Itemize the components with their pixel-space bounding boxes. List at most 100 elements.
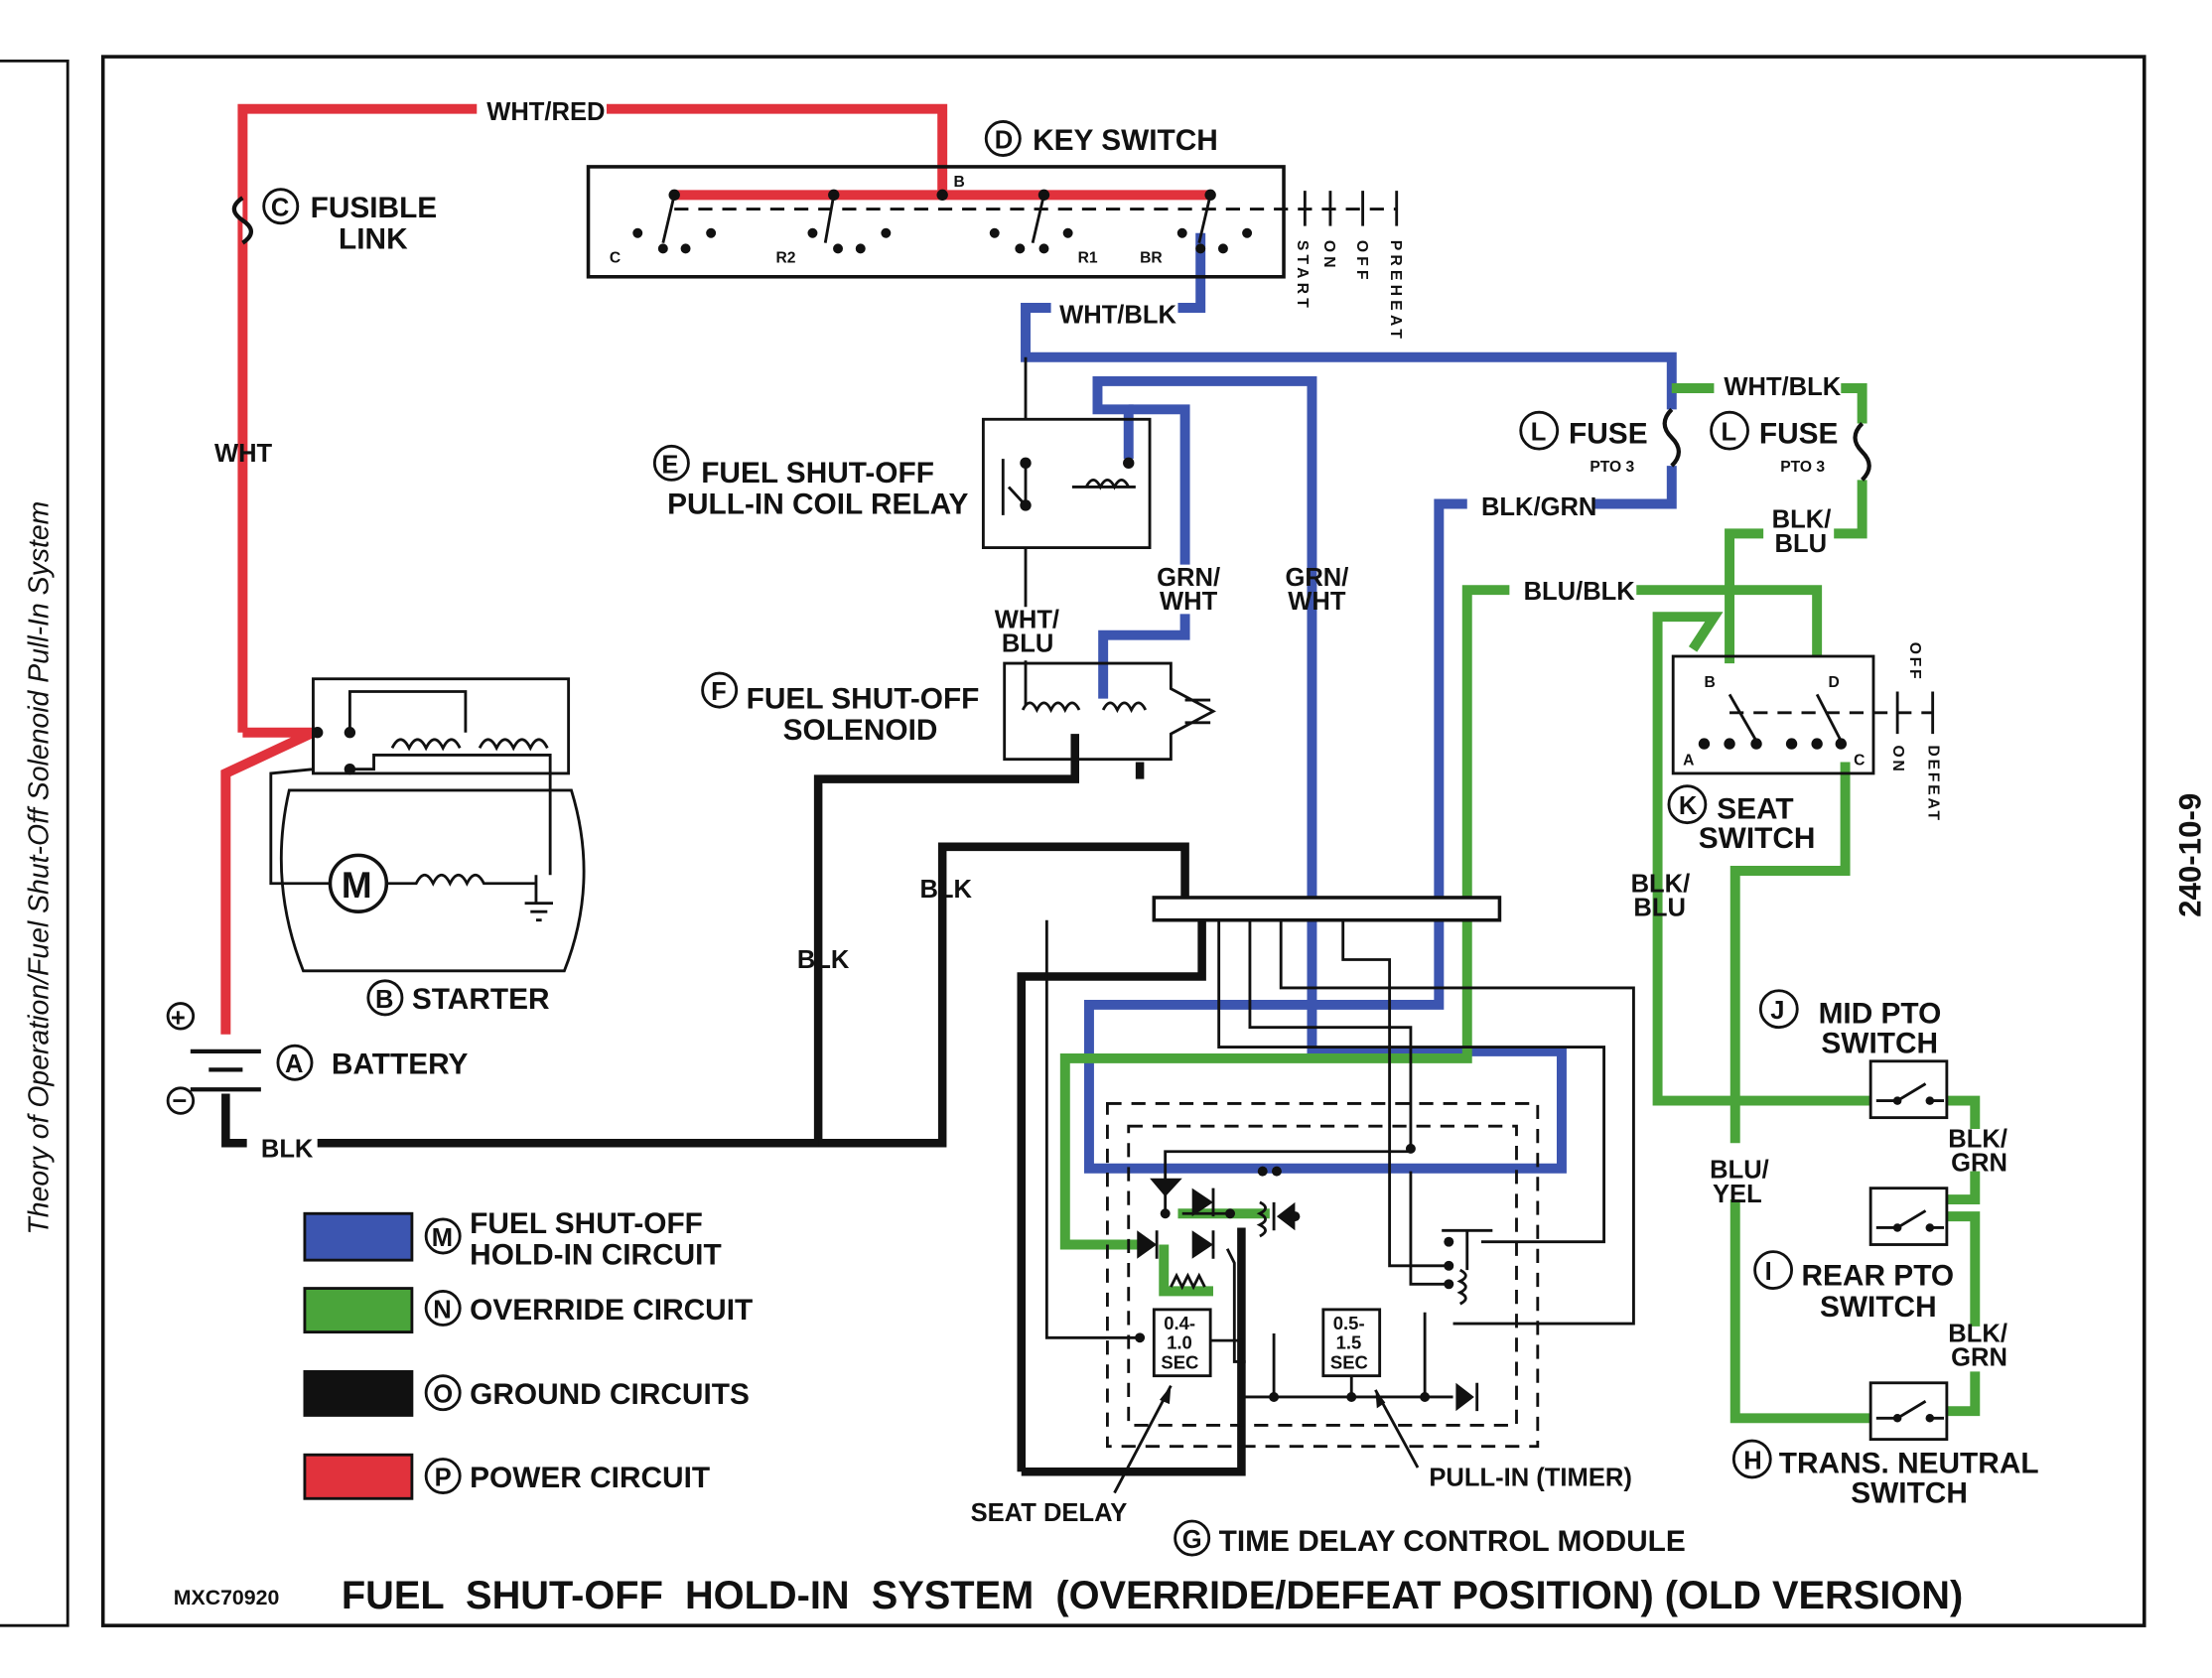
rear-pto-label-1: REAR PTO [1802, 1260, 1955, 1293]
wire-label: BLU [1002, 630, 1054, 658]
legend: M FUEL SHUT-OFF HOLD-IN CIRCUIT N OVERRI… [303, 1207, 753, 1500]
wire-label: BLK/ [1948, 1125, 2007, 1153]
starter: M B STARTER [269, 677, 586, 1017]
terminal-r2: R2 [776, 250, 796, 267]
wire-labels: WHT/RED WHT WHT/BLK WHT/BLK BLK/GRN BLU/… [214, 98, 2007, 1372]
legend-item-power: P POWER CIRCUIT [303, 1453, 710, 1500]
battery-positive: + [171, 1004, 186, 1032]
trans-neutral-label-2: SWITCH [1851, 1477, 1968, 1510]
fuse-2-sub: PTO 3 [1780, 459, 1825, 476]
wire-label: BLU/ [1710, 1157, 1769, 1185]
position-off: OFF [1353, 240, 1370, 284]
key-switch-label: KEY SWITCH [1033, 124, 1218, 157]
seat-position-on: ON [1889, 746, 1906, 774]
wire-label: GRN [1951, 1344, 2007, 1372]
wire-label: WHT/BLK [1724, 373, 1841, 401]
seat-timer-l3: SEC [1161, 1352, 1198, 1373]
relay-label-1: FUEL SHUT-OFF [701, 457, 934, 489]
mid-pto-letter: J [1770, 997, 1784, 1025]
legend-label: GROUND CIRCUITS [470, 1378, 750, 1411]
wire-label: BLK/ [1772, 506, 1832, 534]
seat-switch-label-1: SEAT [1717, 792, 1793, 825]
diagram-title: FUEL SHUT-OFF HOLD-IN SYSTEM (OVERRIDE/D… [342, 1574, 1963, 1617]
fusible-link-label-1: FUSIBLE [311, 192, 438, 224]
legend-label: FUEL SHUT-OFF [470, 1207, 703, 1240]
legend-letter: P [435, 1464, 452, 1491]
seat-terminal-b: B [1704, 674, 1715, 691]
legend-letter: O [433, 1381, 453, 1409]
fuse-1-label: FUSE [1569, 417, 1648, 450]
trans-neutral-letter: H [1743, 1447, 1761, 1474]
motor-letter: M [342, 865, 372, 906]
starter-letter: B [375, 986, 393, 1014]
wire-label: WHT/BLK [1059, 302, 1176, 330]
pull-in-coil-relay: E FUEL SHUT-OFF PULL-IN COIL RELAY [652, 417, 1152, 550]
legend-label: OVERRIDE CIRCUIT [470, 1294, 753, 1327]
pullin-timer-l2: 1.5 [1336, 1332, 1362, 1353]
side-title: Theory of Operation/Fuel Shut-Off Soleno… [23, 501, 55, 1235]
legend-item-ground: O GROUND CIRCUITS [303, 1369, 750, 1417]
battery: + − A BATTERY [166, 1002, 469, 1115]
rear-pto-switch: I REAR PTO SWITCH [1753, 1187, 1955, 1324]
rear-pto-letter: I [1765, 1258, 1772, 1286]
battery-label: BATTERY [332, 1049, 469, 1081]
module-letter: G [1182, 1526, 1202, 1554]
seat-switch-letter: K [1679, 792, 1698, 820]
fuel-shut-off-solenoid: F FUEL SHUT-OFF SOLENOID [701, 661, 1217, 762]
wire-label: WHT [1160, 588, 1218, 616]
terminal-br: BR [1140, 250, 1163, 267]
wire-label: GRN/ [1157, 564, 1220, 592]
seat-terminal-d: D [1829, 674, 1840, 691]
fuse-1-letter: L [1531, 419, 1547, 447]
solenoid-letter: F [711, 678, 727, 706]
seat-delay-callout: SEAT DELAY [971, 1499, 1128, 1527]
wire-label: BLK/ [1631, 870, 1691, 898]
wire-label: BLK [261, 1135, 314, 1163]
wire-label: BLK/ [1948, 1321, 2007, 1348]
pullin-timer-l1: 0.5- [1333, 1313, 1365, 1333]
position-preheat: PREHEAT [1387, 240, 1404, 343]
wire-label: BLK [919, 876, 972, 904]
key-switch: C R2 B R1 BR START ON OFF PREHEAT D KEY … [586, 120, 1404, 343]
solenoid-label-1: FUEL SHUT-OFF [747, 683, 980, 716]
pull-in-timer-callout: PULL-IN (TIMER) [1429, 1464, 1631, 1491]
wire-label: BLU [1633, 894, 1686, 921]
fuse-2-letter: L [1722, 419, 1737, 447]
battery-letter: A [285, 1050, 303, 1078]
seat-terminal-a: A [1683, 752, 1694, 769]
rear-pto-label-2: SWITCH [1820, 1291, 1937, 1324]
wire-label: WHT [1288, 588, 1346, 616]
figure-id: MXC70920 [174, 1586, 280, 1609]
mid-pto-switch: J MID PTO SWITCH [1758, 989, 1949, 1120]
time-delay-control-module: 0.4- 1.0 SEC 0.5- 1.5 SEC SEAT DELAY PUL… [971, 896, 1686, 1558]
seat-timer-l2: 1.0 [1167, 1332, 1192, 1353]
battery-negative: − [172, 1087, 187, 1115]
legend-item-override: N OVERRIDE CIRCUIT [303, 1287, 753, 1334]
wire-label: BLU [1775, 530, 1828, 558]
mid-pto-label-1: MID PTO [1819, 997, 1942, 1030]
legend-letter: N [433, 1296, 451, 1324]
trans-neutral-label-1: TRANS. NEUTRAL [1779, 1448, 2039, 1480]
fuse-1-sub: PTO 3 [1590, 459, 1634, 476]
wire-label: BLK/GRN [1481, 493, 1596, 521]
seat-timer-l1: 0.4- [1164, 1313, 1195, 1333]
seat-terminal-c: C [1854, 752, 1865, 769]
fuse-1: L FUSE PTO 3 [1519, 407, 1682, 476]
terminal-c: C [610, 250, 621, 267]
seat-switch-label-2: SWITCH [1699, 822, 1816, 855]
solenoid-label-2: SOLENOID [783, 714, 938, 747]
legend-item-hold-in: M FUEL SHUT-OFF HOLD-IN CIRCUIT [303, 1207, 722, 1271]
wire-label: BLK [797, 946, 850, 974]
relay-label-2: PULL-IN COIL RELAY [667, 488, 968, 520]
wire-label: BLU/BLK [1524, 578, 1636, 606]
position-start: START [1294, 240, 1311, 312]
mid-pto-label-2: SWITCH [1821, 1027, 1938, 1059]
relay-letter: E [661, 451, 678, 479]
page-number: 240-10-9 [2173, 793, 2208, 917]
wire-label: WHT [214, 440, 273, 468]
key-switch-letter: D [995, 126, 1013, 154]
fusible-link-icon [231, 196, 254, 245]
fusible-link-letter: C [271, 195, 289, 222]
wire-label: GRN/ [1285, 564, 1348, 592]
